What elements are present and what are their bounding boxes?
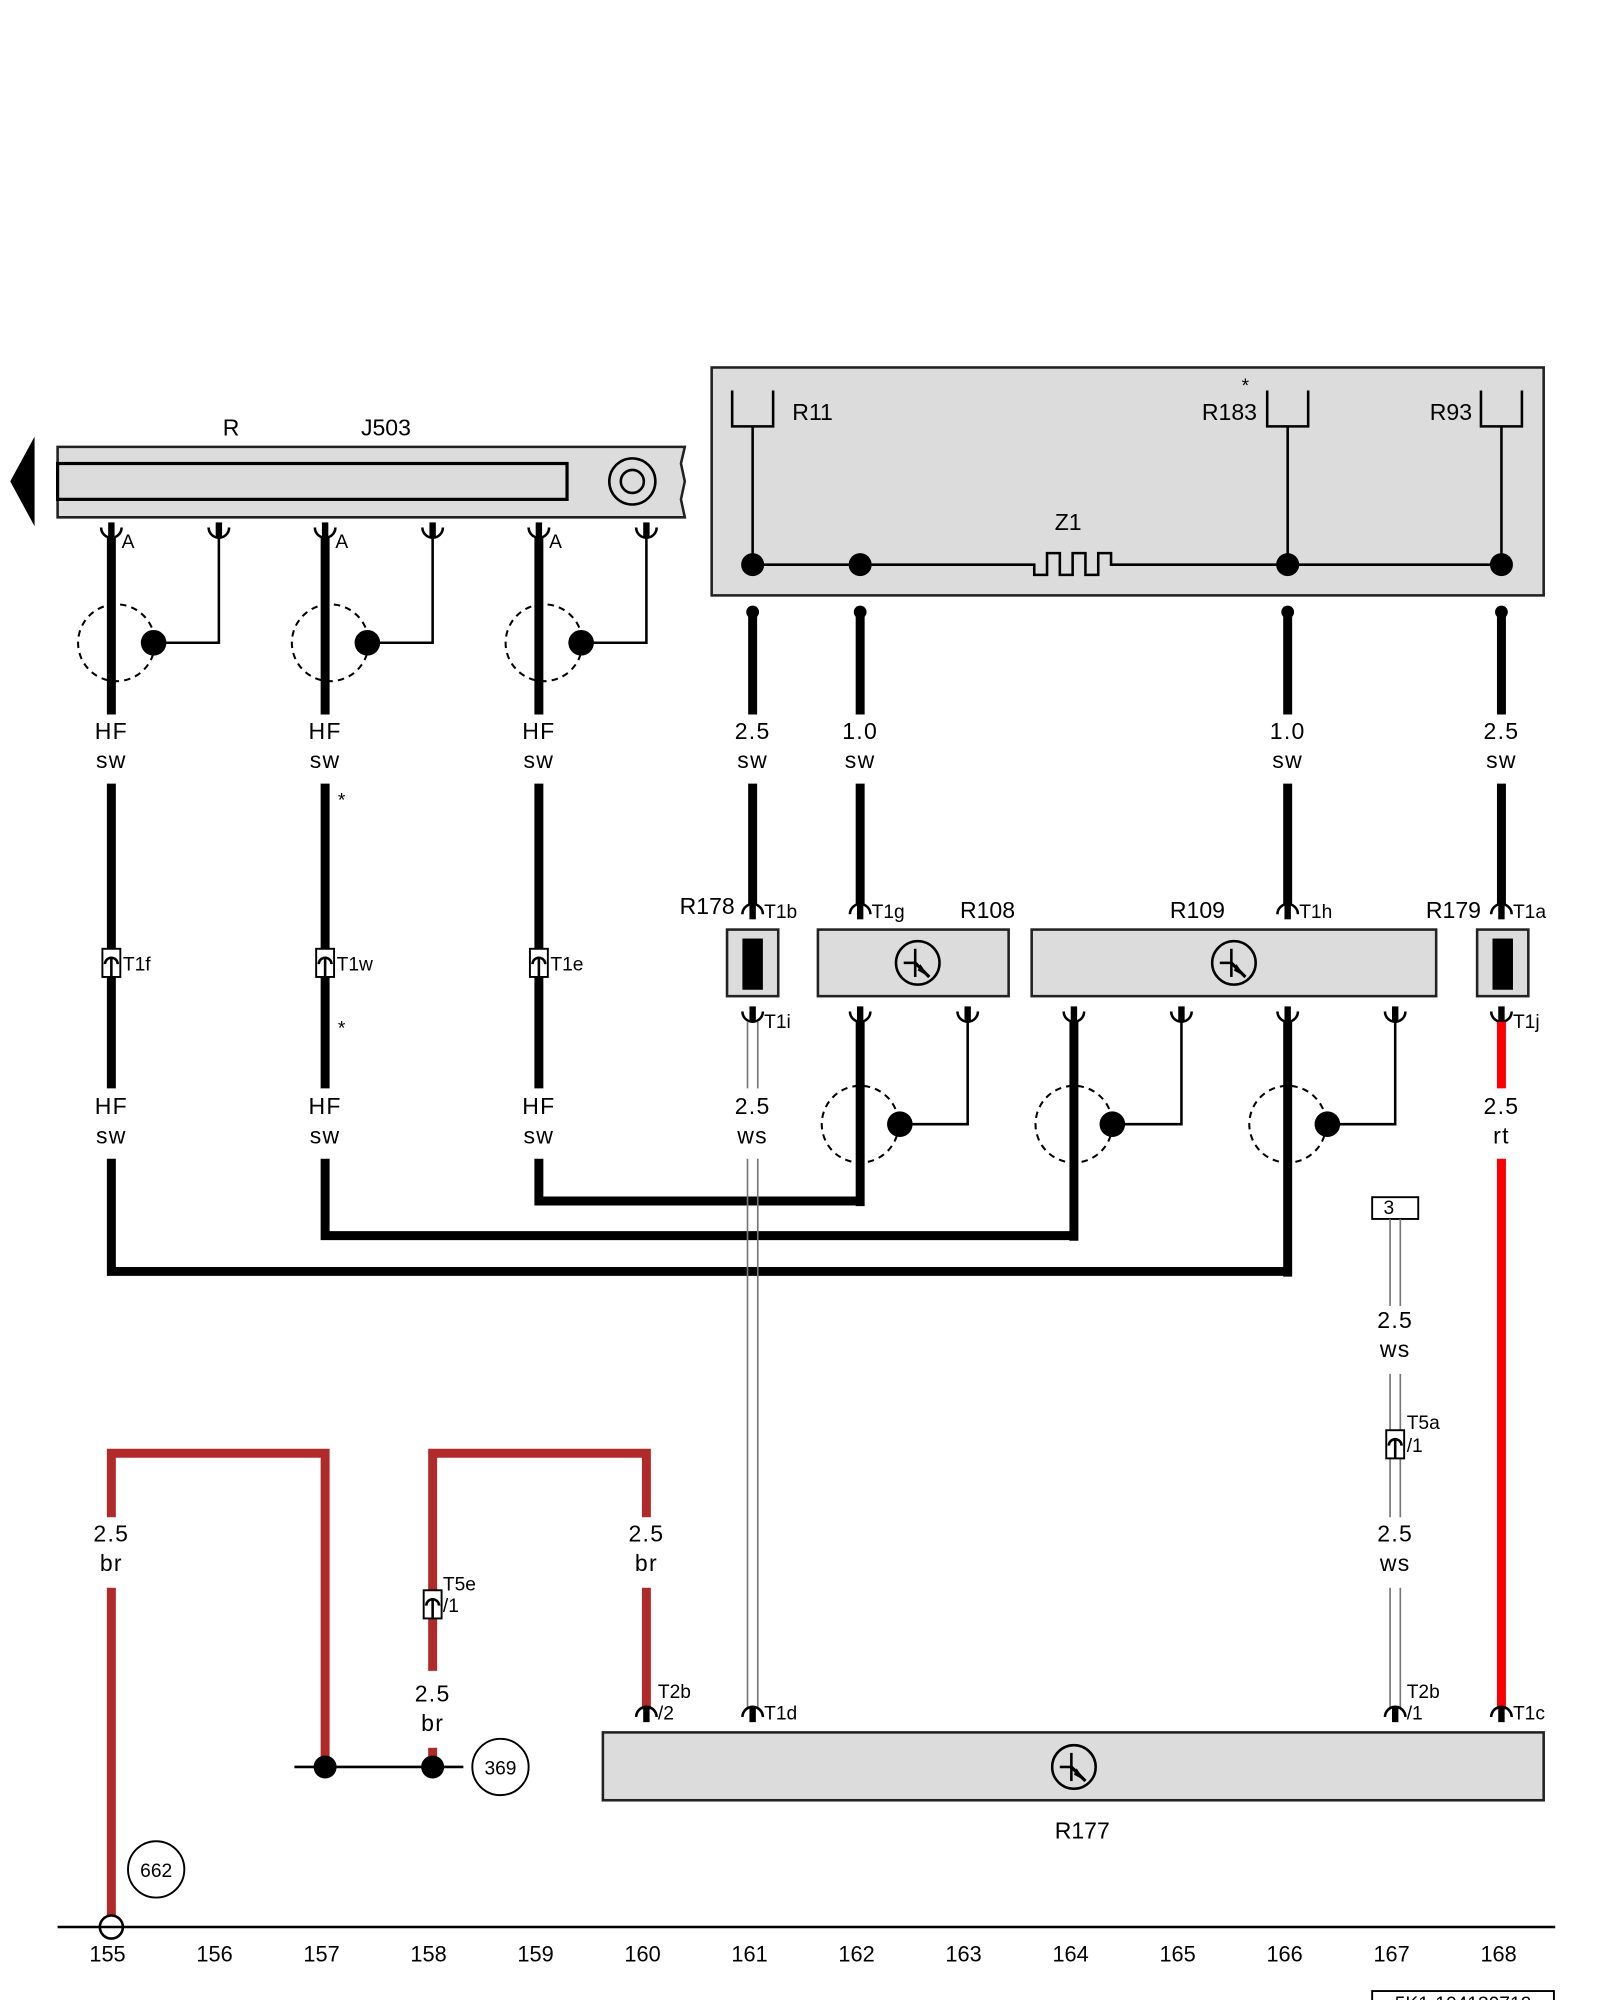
svg-text:2.5: 2.5 (628, 1521, 664, 1547)
svg-text:2.5: 2.5 (1377, 1307, 1413, 1333)
label-J503: J503 (361, 414, 411, 440)
svg-text:2.5: 2.5 (93, 1521, 129, 1547)
svg-text:sw: sw (1272, 747, 1303, 773)
svg-text:rt: rt (1493, 1122, 1510, 1148)
connector-T5a-pin: /1 (1407, 1436, 1423, 1457)
grid-number: 160 (624, 1942, 660, 1967)
grid-number: 167 (1373, 1942, 1409, 1967)
connector-T2b-left-pin: /2 (658, 1704, 674, 1725)
connector-T1j: T1j (1513, 1012, 1540, 1033)
label-R179: R179 (1426, 897, 1481, 923)
label-Z1: Z1 (1055, 509, 1082, 535)
svg-text:HF: HF (522, 718, 555, 744)
svg-text:HF: HF (308, 1093, 341, 1119)
document-id: 5K1-104130712 (1395, 1994, 1532, 2000)
grid-number: 161 (731, 1942, 767, 1967)
pin-A-3: A (549, 532, 562, 553)
svg-text:br: br (421, 1710, 444, 1736)
grid-number: 166 (1266, 1942, 1302, 1967)
label-R109: R109 (1170, 897, 1225, 923)
label-R108: R108 (960, 897, 1015, 923)
grid-number: 163 (945, 1942, 981, 1967)
svg-text:HF: HF (95, 718, 128, 744)
grid-number: 156 (196, 1942, 232, 1967)
pin-A-1: A (122, 532, 135, 553)
label-R183: R183 (1202, 399, 1257, 425)
svg-text:sw: sw (310, 747, 341, 773)
connector-T1f: T1f (123, 955, 151, 976)
svg-text:HF: HF (308, 718, 341, 744)
middle-components (725, 902, 1530, 1710)
svg-text:1.0: 1.0 (842, 718, 878, 744)
connector-T5e: T5e (443, 1574, 476, 1595)
label-R93: R93 (1430, 399, 1472, 425)
grid-number: 168 (1480, 1942, 1516, 1967)
connector-T1d: T1d (764, 1704, 797, 1725)
note-star: * (338, 1019, 346, 1040)
svg-text:2.5: 2.5 (1484, 718, 1520, 744)
svg-text:sw: sw (96, 747, 127, 773)
brown-wires (98, 1448, 651, 1940)
svg-text:2.5: 2.5 (1377, 1521, 1413, 1547)
grid-number: 155 (89, 1942, 125, 1967)
reference-662: 662 (140, 1861, 172, 1882)
grid-number: 158 (410, 1942, 446, 1967)
svg-text:2.5: 2.5 (735, 718, 771, 744)
note-star: * (1242, 376, 1250, 397)
label-R177: R177 (1055, 1818, 1110, 1844)
label-R: R (223, 414, 240, 440)
svg-text:sw: sw (96, 1122, 127, 1148)
connector-T2b-left: T2b (658, 1682, 691, 1703)
svg-text:ws: ws (1379, 1336, 1411, 1362)
note-star: * (338, 791, 346, 812)
pin-A-2: A (335, 532, 348, 553)
wire-labels: HF sw HF sw HF sw 2.5 sw 1.0 sw 1.0 sw 2.5 sw H… (93, 718, 1520, 1736)
grid-number: 157 (303, 1942, 339, 1967)
svg-text:sw: sw (310, 1122, 341, 1148)
grid-number: 165 (1159, 1942, 1195, 1967)
svg-text:sw: sw (845, 747, 876, 773)
left-antenna-wires (77, 521, 1288, 1276)
svg-text:2.5: 2.5 (735, 1093, 771, 1119)
svg-text:br: br (635, 1550, 658, 1576)
connector-T1h: T1h (1299, 902, 1332, 923)
connector-T1e: T1e (550, 955, 583, 976)
svg-text:sw: sw (1486, 747, 1517, 773)
radio-unit-J503 (10, 436, 687, 527)
grid-number: 164 (1052, 1942, 1088, 1967)
connector-T1a: T1a (1513, 902, 1546, 923)
svg-text:2.5: 2.5 (1484, 1093, 1520, 1119)
component-R177 (601, 1705, 1545, 1802)
connector-T1c: T1c (1513, 1704, 1545, 1725)
connector-T1g: T1g (872, 902, 905, 923)
connector-T1b: T1b (764, 902, 797, 923)
connector-T1i: T1i (764, 1012, 791, 1033)
svg-text:sw: sw (737, 747, 768, 773)
grid-number: 162 (838, 1942, 874, 1967)
svg-text:br: br (100, 1550, 123, 1576)
svg-text:ws: ws (736, 1122, 768, 1148)
svg-text:HF: HF (522, 1093, 555, 1119)
label-R178: R178 (680, 893, 735, 919)
connector-T5e-pin: /1 (443, 1596, 459, 1617)
label-R11: R11 (792, 399, 833, 425)
reference-369: 369 (484, 1759, 516, 1780)
svg-text:2.5: 2.5 (415, 1681, 451, 1707)
svg-text:sw: sw (524, 747, 555, 773)
connector-T5a: T5a (1407, 1413, 1440, 1434)
svg-text:ws: ws (1379, 1550, 1411, 1576)
connector-T1w: T1w (337, 955, 373, 976)
grid-numbers: 155 156 157 158 159 160 161 162 163 164 165 166 167 1… (89, 1942, 1516, 1967)
reference-3: 3 (1383, 1198, 1394, 1219)
svg-text:HF: HF (95, 1093, 128, 1119)
svg-text:1.0: 1.0 (1270, 718, 1306, 744)
connector-T2b-right: T2b (1407, 1682, 1440, 1703)
wire-ws-167 (1371, 1196, 1420, 1710)
svg-text:sw: sw (524, 1122, 555, 1148)
grid-number: 159 (517, 1942, 553, 1967)
speaker-box-top (710, 366, 1545, 904)
connector-T2b-right-pin: /1 (1407, 1704, 1423, 1725)
